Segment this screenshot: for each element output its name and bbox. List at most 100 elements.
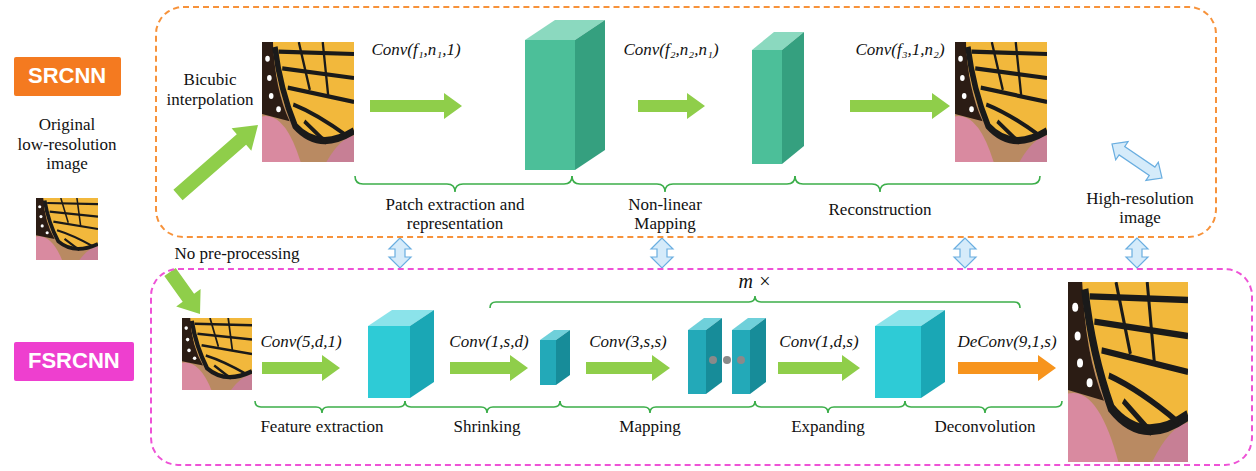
word: image — [1119, 208, 1161, 227]
word: Conv(f₁,n₁,1) — [371, 40, 460, 59]
word: Mapping — [634, 214, 695, 233]
word: representation — [407, 214, 503, 233]
comparison-arrow — [954, 238, 976, 268]
word: DeConv(9,1,s) — [957, 332, 1056, 351]
word: Non-linear — [628, 195, 702, 214]
word: extraction — [316, 417, 384, 436]
label-box: Conv(3,s,s) — [578, 332, 678, 352]
cuboid-face — [540, 340, 556, 385]
label-box: Conv(1,s,d) — [439, 332, 539, 352]
word: Reconstruction — [829, 200, 932, 219]
layer-formula: Conv(f₁,n₁,1) — [346, 40, 486, 60]
ellipsis-dots — [709, 356, 745, 364]
layer-formula: Conv(5,d,1) — [246, 332, 356, 352]
comparison-arrow — [651, 238, 673, 268]
label-box: Non-linear Mapping — [610, 196, 720, 233]
network-region: FSRCNN — [150, 268, 1253, 466]
network-name-box: SRCNN — [14, 57, 121, 96]
word: Conv(f₃,1,n₂) — [855, 40, 944, 59]
cuboid-face — [556, 330, 570, 385]
input-label: Original low-resolution image — [6, 115, 128, 174]
network-name: SRCNN — [28, 63, 106, 89]
flow-arrow — [370, 93, 462, 119]
label-box: m × — [725, 270, 785, 292]
curly-bracket — [405, 401, 560, 413]
word: High-resolution — [1086, 189, 1194, 208]
layer-formula: Conv(1,d,s) — [769, 332, 869, 352]
stage-label: Shrinking — [427, 417, 547, 437]
label-box: Original low-resolution image — [6, 115, 128, 174]
layer-formula: Conv(1,s,d) — [439, 332, 539, 352]
word: No — [174, 244, 195, 263]
feature-cuboid — [540, 330, 570, 385]
deconv-arrow — [958, 355, 1056, 381]
curly-bracket — [755, 401, 905, 413]
word: Conv(1,d,s) — [779, 332, 858, 351]
word: Original — [39, 115, 96, 134]
flow-arrow — [262, 355, 340, 381]
label-box: Patch extraction and representation — [355, 196, 555, 233]
cuboid-face — [782, 32, 804, 164]
word: × — [758, 270, 772, 292]
process-label: No pre-processing — [152, 244, 322, 264]
word: Feature — [260, 417, 311, 436]
layer-formula: Conv(3,s,s) — [578, 332, 678, 352]
curly-bracket — [255, 401, 405, 413]
cuboid-face — [732, 330, 750, 394]
word: Shrinking — [453, 417, 520, 436]
word: SRCNN — [28, 63, 106, 88]
stage-brackets — [255, 176, 1062, 413]
layer-formula: Conv(f₂,n₂,n₁) — [601, 40, 741, 60]
label-box: Conv(f₁,n₁,1) — [346, 40, 486, 60]
butterfly-image — [36, 198, 98, 260]
output-label: High-resolution image — [1075, 190, 1205, 227]
label-box: Deconvolution — [915, 417, 1055, 437]
curly-bracket — [355, 176, 572, 192]
stage-label: Deconvolution — [915, 417, 1055, 437]
label-box: Conv(f₃,1,n₂) — [830, 40, 970, 60]
stage-label: Non-linear Mapping — [610, 196, 720, 233]
curly-bracket — [905, 401, 1062, 413]
label-box: Shrinking — [427, 417, 547, 437]
cuboid-face — [525, 40, 575, 170]
label-box: Mapping — [590, 417, 710, 437]
comparison-arrow — [1126, 238, 1148, 268]
feature-cuboid — [875, 310, 945, 398]
flow-arrow — [450, 355, 528, 381]
feature-cuboid — [732, 318, 766, 394]
feature-cuboid — [752, 32, 804, 164]
label-box: Conv(f₂,n₂,n₁) — [601, 40, 741, 60]
cuboid-face — [752, 50, 782, 164]
ellipsis-dot — [709, 356, 717, 364]
word: Conv(1,s,d) — [449, 332, 528, 351]
label-box: No pre-processing — [152, 244, 322, 264]
label-box: Feature extraction — [242, 417, 402, 437]
ellipsis-dot — [723, 356, 731, 364]
word: Patch — [386, 195, 424, 214]
word: Conv(3,s,s) — [589, 332, 666, 351]
cuboid-face — [688, 330, 706, 394]
butterfly-image — [262, 42, 354, 162]
cuboid-face — [750, 318, 766, 394]
word: Deconvolution — [934, 417, 1035, 436]
curly-bracket — [795, 176, 1040, 192]
repeat-count: m × — [725, 270, 785, 292]
comparison-arrow — [1112, 142, 1162, 181]
word: pre-processing — [199, 244, 299, 263]
stage-label: Patch extraction and representation — [355, 196, 555, 233]
word: interpolation — [167, 90, 254, 109]
feature-cuboid — [525, 20, 605, 170]
label-box: DeConv(9,1,s) — [952, 332, 1062, 352]
curly-bracket — [572, 176, 795, 192]
process-label: Bicubic interpolation — [154, 70, 266, 109]
curly-bracket — [490, 296, 1020, 308]
feature-cuboid — [688, 318, 722, 394]
word: Conv(f₂,n₂,n₁) — [623, 40, 718, 59]
label-box: Bicubic interpolation — [154, 70, 266, 109]
layer-formula: Conv(f₃,1,n₂) — [830, 40, 970, 60]
network-name: FSRCNN — [28, 348, 120, 374]
word: low-resolution — [17, 135, 116, 154]
cuboid-face — [410, 310, 434, 398]
word: Conv(5,d,1) — [260, 332, 341, 351]
stage-label: Expanding — [768, 417, 888, 437]
